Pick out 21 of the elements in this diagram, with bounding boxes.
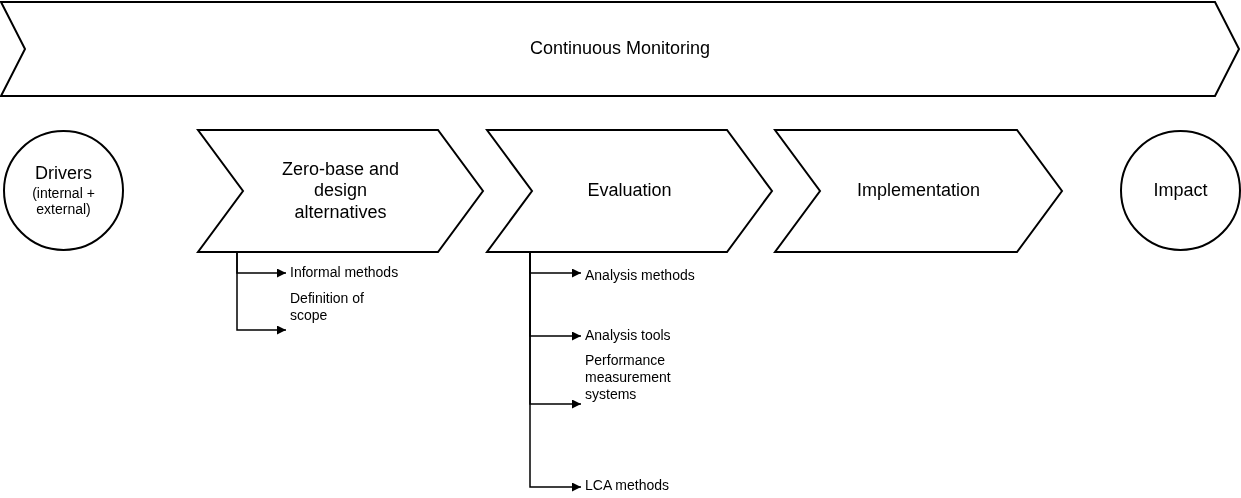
chevron-step bbox=[775, 130, 1062, 252]
method-label: Analysis methods bbox=[585, 267, 745, 287]
step-label: Zero-base and design alternatives bbox=[280, 158, 401, 224]
step-label: Evaluation bbox=[587, 180, 672, 202]
method-label: Analysis tools bbox=[585, 327, 745, 347]
chevron-step bbox=[198, 130, 483, 252]
arrow bbox=[529, 251, 582, 492]
circle-node bbox=[1120, 130, 1241, 251]
method-label: Performance measurement systems bbox=[585, 352, 685, 412]
chevron-band bbox=[1, 2, 1239, 96]
method-label: LCA methods bbox=[585, 477, 745, 497]
step-label: Implementation bbox=[856, 180, 981, 202]
method-label: Informal methods bbox=[290, 264, 430, 284]
circle-node bbox=[3, 130, 124, 251]
step-note: (internal + external) bbox=[31, 184, 96, 219]
arrow bbox=[236, 251, 287, 335]
chevron-step bbox=[487, 130, 772, 252]
step-label: Impact bbox=[1153, 179, 1208, 202]
method-label: Definition of scope bbox=[290, 290, 385, 334]
step-label: Drivers bbox=[35, 162, 92, 185]
step-label: Continuous Monitoring bbox=[529, 38, 711, 60]
